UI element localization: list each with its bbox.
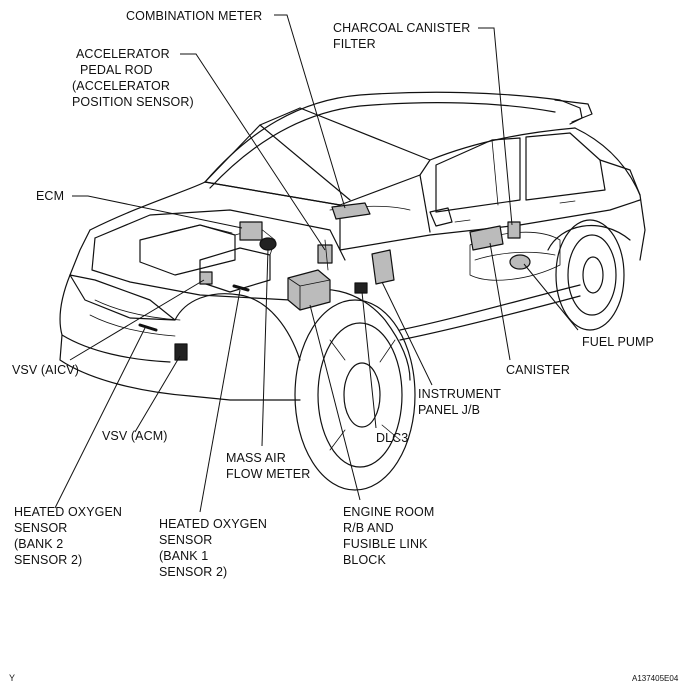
label-line: PEDAL ROD — [80, 63, 153, 77]
label-engine-room-rb: ENGINE ROOM R/B AND FUSIBLE LINK BLOCK — [343, 504, 434, 568]
label-heated-oxygen-sensor-bank2: HEATED OXYGEN SENSOR (BANK 2 SENSOR 2) — [14, 504, 122, 568]
label-accelerator-pedal-rod: ACCELERATOR PEDAL ROD (ACCELERATOR POSIT… — [72, 46, 194, 110]
label-line: R/B AND — [343, 521, 394, 535]
label-line: VSV (AICV) — [12, 363, 79, 377]
label-line: ACCELERATOR — [76, 47, 170, 61]
label-line: (BANK 1 — [159, 549, 209, 563]
label-mass-air-flow-meter: MASS AIR FLOW METER — [226, 450, 310, 482]
label-combination-meter: COMBINATION METER — [126, 8, 262, 24]
label-line: FILTER — [333, 37, 376, 51]
label-line: (BANK 2 — [14, 537, 64, 551]
label-vsv-acm: VSV (ACM) — [102, 428, 168, 444]
label-dlc3: DLC3 — [376, 430, 408, 446]
label-line: VSV (ACM) — [102, 429, 168, 443]
label-charcoal-canister-filter: CHARCOAL CANISTER FILTER — [333, 20, 470, 52]
label-line: MASS AIR — [226, 451, 286, 465]
label-line: (ACCELERATOR — [72, 79, 170, 93]
label-line: CANISTER — [506, 363, 571, 377]
label-line: FLOW METER — [226, 467, 311, 481]
label-instrument-panel-jb: INSTRUMENT PANEL J/B — [418, 386, 501, 418]
label-line: FUSIBLE LINK — [343, 537, 428, 551]
figure-code: A137405E04 — [632, 674, 679, 683]
label-line: POSITION SENSOR) — [72, 95, 194, 109]
label-heated-oxygen-sensor-bank1: HEATED OXYGEN SENSOR (BANK 1 SENSOR 2) — [159, 516, 267, 580]
label-line: SENSOR 2) — [159, 565, 228, 579]
label-line: PANEL J/B — [418, 403, 481, 417]
label-vsv-aicv: VSV (AICV) — [12, 362, 79, 378]
label-line: BLOCK — [343, 553, 386, 567]
label-line: SENSOR — [159, 533, 213, 547]
label-line: HEATED OXYGEN — [159, 517, 268, 531]
label-line: ECM — [36, 189, 65, 203]
label-canister: CANISTER — [506, 362, 570, 378]
label-line: HEATED OXYGEN — [14, 505, 123, 519]
label-line: SENSOR 2) — [14, 553, 83, 567]
label-line: CHARCOAL CANISTER — [333, 21, 471, 35]
label-line: SENSOR — [14, 521, 68, 535]
label-line: DLC3 — [376, 431, 409, 445]
label-line: INSTRUMENT — [418, 387, 501, 401]
label-ecm: ECM — [36, 188, 64, 204]
label-line: ENGINE ROOM — [343, 505, 435, 519]
label-line: FUEL PUMP — [582, 335, 654, 349]
footer-left-mark: Y — [9, 673, 16, 683]
label-fuel-pump: FUEL PUMP — [582, 334, 654, 350]
label-line: COMBINATION METER — [126, 9, 263, 23]
